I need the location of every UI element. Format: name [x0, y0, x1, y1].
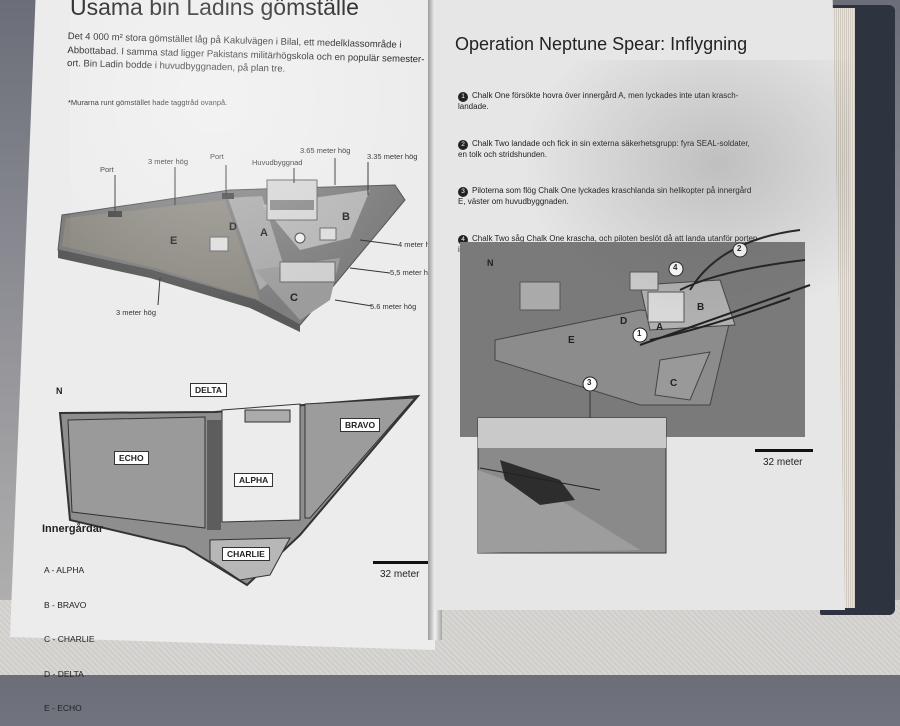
- plan-label-charlie: CHARLIE: [222, 547, 270, 561]
- map-zone-d: D: [620, 316, 628, 327]
- step-number: 3: [458, 187, 468, 197]
- zone-d-label: D: [229, 221, 237, 233]
- label-height-365: 3.65 meter hög: [300, 146, 351, 155]
- scale-label-right: 32 meter: [763, 457, 803, 468]
- map-zone-b: B: [697, 302, 705, 313]
- zone-b-label: B: [342, 211, 350, 223]
- map-marker-2: 2: [737, 244, 742, 253]
- scale-bar-left: [373, 561, 429, 564]
- floor-plan: [58, 394, 421, 587]
- north-arrow-left: N: [56, 386, 63, 396]
- scale-bar-right: [755, 449, 813, 452]
- legend-title: Innergårdar: [42, 523, 104, 535]
- plan-label-delta: DELTA: [190, 383, 228, 397]
- legend-item: A - ALPHA: [44, 565, 85, 575]
- step-number: 1: [458, 92, 468, 102]
- plan-label-bravo: BRAVO: [340, 418, 381, 432]
- map-marker-1: 1: [637, 329, 642, 338]
- right-page-title: Operation Neptune Spear: Inflygning: [455, 34, 748, 54]
- label-height-56: 5.6 meter hög: [370, 302, 417, 311]
- north-arrow-right: N: [487, 258, 494, 268]
- zone-a-label: A: [260, 227, 268, 239]
- zone-c-label: C: [290, 292, 298, 304]
- step-number: 4: [458, 234, 468, 245]
- label-wall-3m-top: 3 meter hög: [148, 157, 189, 166]
- legend-item: D - DELTA: [44, 668, 84, 679]
- plan-label-echo: ECHO: [114, 451, 149, 465]
- left-page-title: Usama bin Ladins gömställe: [70, 0, 359, 20]
- step-number: 2: [458, 139, 468, 150]
- legend-item: B - BRAVO: [44, 599, 87, 610]
- step-text: Piloterna som flög Chalk One lyckades kr…: [458, 186, 752, 206]
- map-zone-c: C: [670, 378, 678, 389]
- compound-3d-illustration: [57, 158, 406, 332]
- step-text: Chalk One försökte hovra över innergård …: [458, 91, 739, 111]
- plan-label-alpha: ALPHA: [234, 473, 274, 487]
- scale-label-left: 32 meter: [380, 569, 420, 580]
- zone-e-label: E: [170, 235, 178, 247]
- map-zone-e: E: [568, 335, 575, 346]
- step-text: Chalk Two landade och fick in sin extern…: [458, 138, 750, 159]
- legend-item: C - CHARLIE: [44, 634, 95, 644]
- wall-note: *Murarna runt gömstället hade taggtråd o…: [68, 98, 228, 107]
- approach-map: [460, 229, 811, 554]
- map-marker-3: 3: [587, 378, 592, 387]
- label-main-building: Huvudbyggnad: [252, 158, 303, 167]
- map-zone-a: A: [656, 322, 664, 333]
- map-marker-4: 4: [673, 263, 678, 272]
- legend-item: E - ECHO: [44, 703, 82, 713]
- label-wall-3m-bottom: 3 meter hög: [116, 308, 157, 317]
- label-height-335: 3.35 meter hög: [367, 152, 418, 161]
- label-port-1: Port: [100, 165, 114, 174]
- label-port-2: Port: [210, 152, 224, 161]
